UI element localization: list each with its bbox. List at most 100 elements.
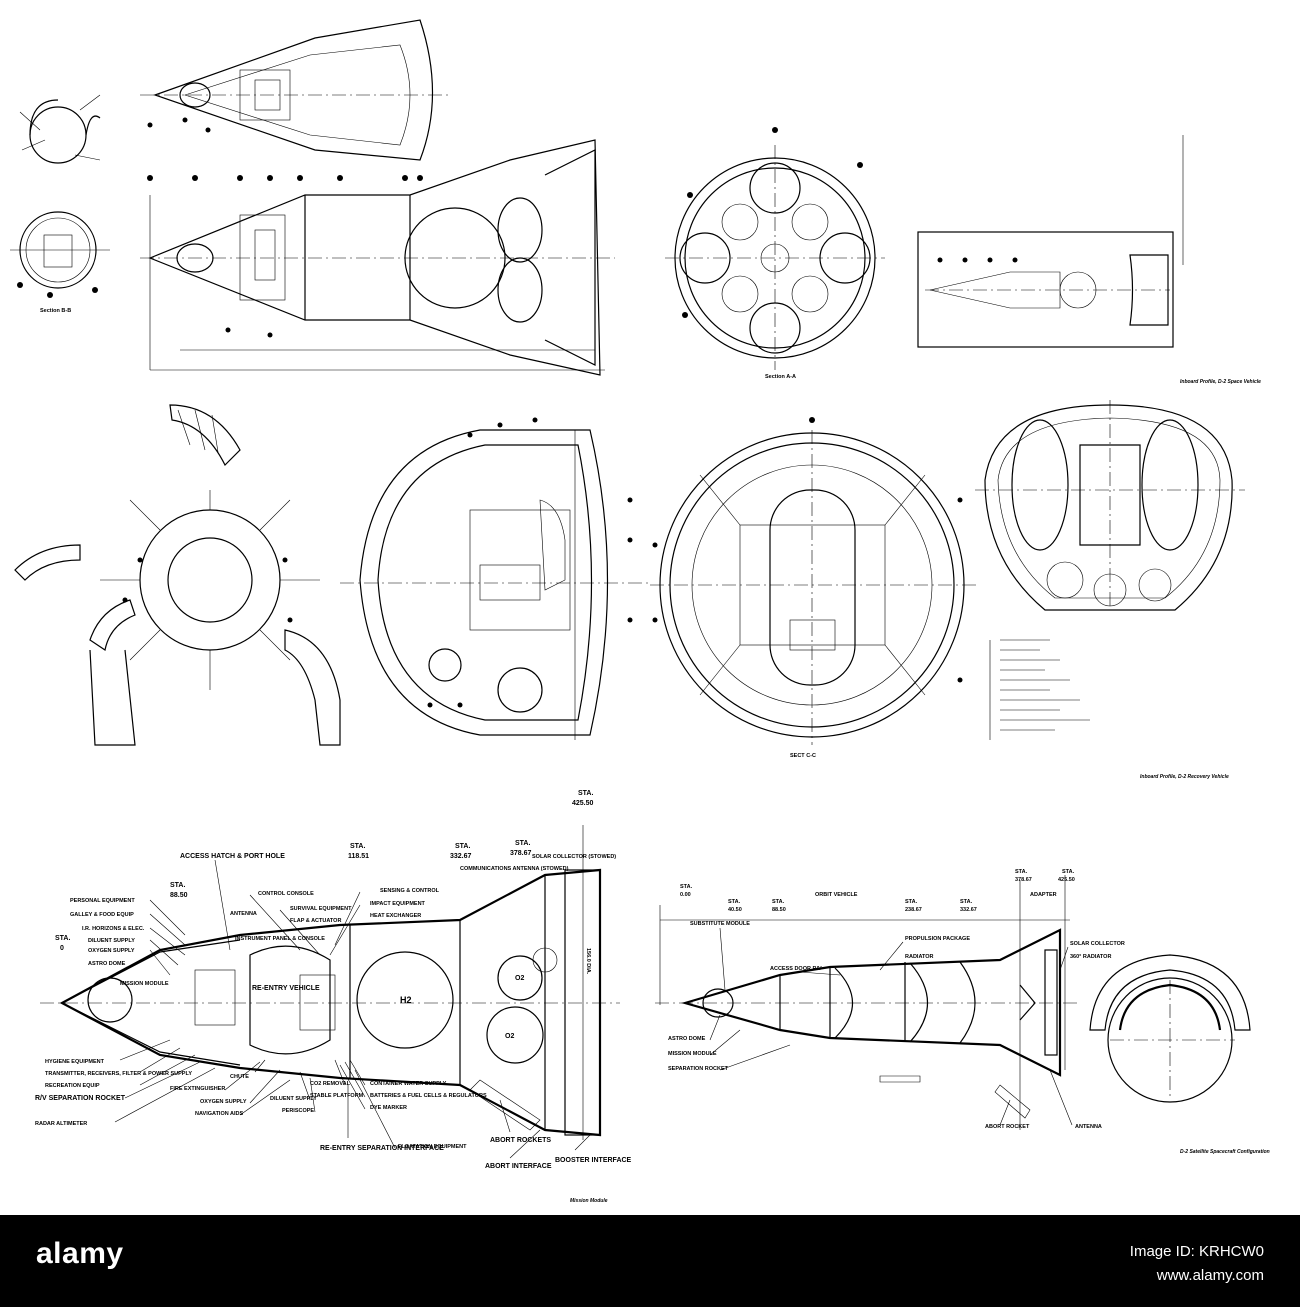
interface-reentry-separation: RE-ENTRY SEPARATION INTERFACE [320,1145,444,1152]
space-vehicle-top-view [140,19,450,161]
arr-sta-4-label: STA. [960,899,973,905]
callout-diluent-left: DILUENT SUPPLY [88,938,135,944]
arr-radiator: RADIATOR [905,954,934,960]
callout-chute: CHUTE [230,1074,249,1080]
callout-diluent-bottom: DILUENT SUPPLY [270,1096,317,1102]
callout-transmitter: TRANSMITTER, RECEIVERS, FILTER & POWER S… [45,1071,192,1077]
watermark-site: www.alamy.com [1156,1267,1264,1284]
callout-oxygen-left: OXYGEN SUPPLY [88,948,135,954]
callout-radar-altimeter: RADAR ALTIMETER [35,1121,87,1127]
spacecraft-arrangement [655,875,1251,1130]
recovery-seat-section [975,400,1245,740]
arr-sta-5-value: 378.67 [1015,877,1032,883]
arr-sta-4-value: 332.67 [960,907,977,913]
arr-solar-collector: SOLAR COLLECTOR [1070,941,1125,947]
arr-sta-0-value: 0.00 [680,892,691,898]
mm-sta-0-label: STA. [55,935,70,942]
callout-survival: SURVIVAL EQUIPMENT [290,906,352,912]
callout-mission-module: MISSION MODULE [120,981,169,987]
callout-stable-platform: STABLE PLATFORM [310,1093,364,1099]
mm-sta-3-label: STA. [455,843,470,850]
arr-sta-6-value: 425.50 [1058,877,1075,883]
watermark-image-id: Image ID: KRHCW0 [1129,1243,1264,1260]
callout-galley: GALLEY & FOOD EQUIP [70,912,134,918]
callout-solar-collector-top: SOLAR COLLECTOR (STOWED) [532,854,616,860]
callout-floatation: FLOATATION EQUIPMENT [398,1144,467,1150]
mm-sta-4-label: STA. [515,840,530,847]
arr-separation-rocket: SEPARATION ROCKET [668,1066,729,1072]
interface-booster: BOOSTER INTERFACE [555,1157,632,1164]
interface-abort: ABORT INTERFACE [485,1163,552,1170]
arr-substitute-module: SUBSTITUTE MODULE [690,921,750,927]
callout-antenna-top: ANTENNA [230,911,257,917]
callout-flap-actuator: FLAP & ACTUATOR [290,918,341,924]
callout-navigation: NAVIGATION AIDS [195,1111,244,1117]
space-vehicle-caption: Inboard Profile, D-2 Space Vehicle [1180,379,1261,385]
callout-recreation: RECREATION EQUIP [45,1083,100,1089]
section-aa-label: Section A-A [765,374,796,380]
arrangement-caption: D-2 Satellite Spacecraft Configuration [1180,1149,1270,1155]
callout-oxygen-bottom: OXYGEN SUPPLY [200,1099,247,1105]
recovery-vehicle-caption: Inboard Profile, D-2 Recovery Vehicle [1140,774,1229,780]
arr-radiator-360: 360° RADIATOR [1070,954,1111,960]
callout-impact: IMPACT EQUIPMENT [370,901,426,907]
callout-fire-extinguisher: FIRE EXTINGUISHER [170,1086,225,1092]
section-bb-detail: Section B-B [10,94,110,314]
arr-sta-3-value: 238.67 [905,907,922,913]
interface-abort-rockets: ABORT ROCKETS [490,1137,551,1144]
mission-callouts-left: PERSONAL EQUIPMENT GALLEY & FOOD EQUIP I… [35,898,216,1127]
callout-personal-equipment: PERSONAL EQUIPMENT [70,898,135,904]
section-bb-label: Section B-B [40,308,71,314]
recovery-vehicle-profile [340,417,650,740]
section-cc-label: SECT C-C [790,753,816,759]
mission-callouts-bottom: CHUTE FIRE EXTINGUISHER OXYGEN SUPPLY DI… [170,1059,487,1150]
arr-sta-6-label: STA. [1062,869,1075,875]
mm-sta-5-label: STA. [578,790,593,797]
arr-adapter: ADAPTER [1030,892,1057,898]
arr-antenna: ANTENNA [1075,1124,1102,1130]
callout-heat-exchanger: HEAT EXCHANGER [370,913,421,919]
callout-rv-separation: R/V SEPARATION ROCKET [35,1095,126,1102]
callout-dye-marker: DYE MARKER [370,1105,407,1111]
callout-sensing-control: SENSING & CONTROL [380,888,440,894]
callout-control-console: CONTROL CONSOLE [258,891,314,897]
mm-sta-1-value: 88.50 [170,892,188,899]
mm-sta-1-label: STA. [170,882,185,889]
arr-sta-2-label: STA. [772,899,785,905]
reentry-vehicle-label: RE-ENTRY VEHICLE [252,985,320,992]
diameter-label: 156.0 DIA. [585,948,591,975]
callout-ir-horizons: I.R. HORIZONS & ELEC. [82,926,145,932]
mm-sta-0-value: 0 [60,945,64,952]
callout-astro-dome: ASTRO DOME [88,961,126,967]
arr-sta-1-label: STA. [728,899,741,905]
mm-sta-2-value: 118.51 [348,853,369,860]
arrangement-labels: STA. 0.00 STA. 40.50 STA. 88.50 STA. 238… [668,869,1125,1130]
tank-h2: H2 [400,995,412,1005]
arr-sta-3-label: STA. [905,899,918,905]
arr-orbit-vehicle: ORBIT VEHICLE [815,892,858,898]
arr-sta-5-label: STA. [1015,869,1028,875]
tank-o2-lower: O2 [505,1033,514,1040]
callout-instrument-panel: INSTRUMENT PANEL & CONSOLE [235,936,325,942]
arr-sta-0-label: STA. [680,884,693,890]
mission-stations: STA. 0 STA. 88.50 STA. 118.51 STA. 332.6… [55,790,594,952]
section-aa-view: Section A-A [665,127,885,380]
arr-astro-dome: ASTRO DOME [668,1036,706,1042]
recovery-section-details [14,404,341,746]
watermark-logo: alamy [36,1237,124,1270]
tank-o2-upper: O2 [515,975,524,982]
callout-water: CONTAINER WATER SUPPLY [370,1081,447,1087]
arr-access-door: ACCESS DOOR R/V [770,966,822,972]
mission-interfaces: RE-ENTRY SEPARATION INTERFACE ABORT ROCK… [320,1085,632,1170]
mm-sta-3-value: 332.67 [450,853,472,860]
arr-propulsion: PROPULSION PACKAGE [905,936,970,942]
mm-sta-4-value: 378.67 [510,850,532,857]
callout-periscope: PERISCOPE [282,1108,314,1114]
callout-co2: CO2 REMOVAL [310,1081,351,1087]
callout-batteries: BATTERIES & FUEL CELLS & REGULATORS [370,1093,487,1099]
watermark-bar: alamy Image ID: KRHCW0 www.alamy.com [0,1215,1300,1307]
space-vehicle-key-view [917,135,1184,348]
mm-sta-2-label: STA. [350,843,365,850]
space-vehicle-inboard-profile [140,139,615,376]
technical-drawing-sheet: Section B-B [10,19,1270,1204]
